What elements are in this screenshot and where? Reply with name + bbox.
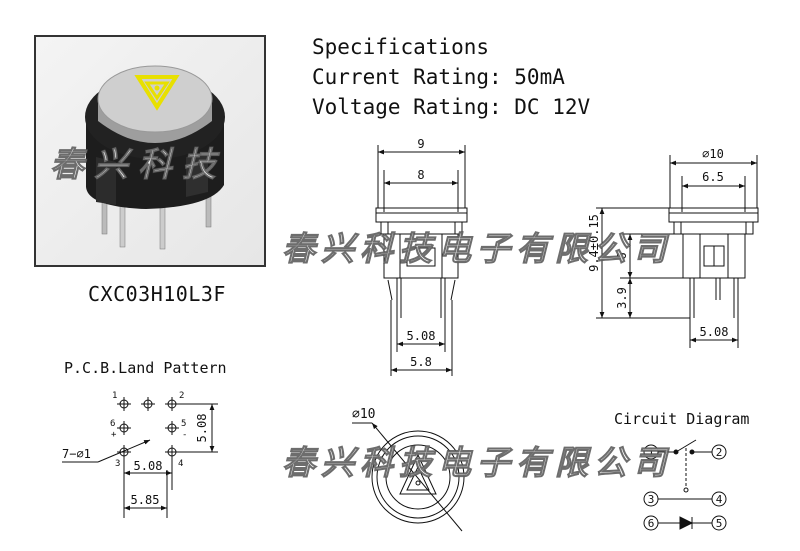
pcb-pin-label: - bbox=[182, 430, 187, 440]
dim-text: 5.08 bbox=[195, 414, 209, 443]
circuit-node bbox=[643, 491, 659, 507]
hazard-triangle-icon bbox=[134, 75, 180, 111]
circuit-node bbox=[643, 444, 659, 460]
spec-voltage: Voltage Rating: DC 12V bbox=[312, 95, 591, 119]
dim-text: ⌀10 bbox=[352, 407, 375, 422]
top-view bbox=[352, 422, 465, 532]
triangle-dot bbox=[154, 85, 160, 91]
dim-text: 6.5 bbox=[702, 170, 724, 184]
circuit-node bbox=[711, 444, 727, 460]
circuit-node-label: 6 bbox=[648, 517, 655, 530]
pcb-pin-label: + bbox=[111, 430, 117, 440]
spec-current: Current Rating: 50mA bbox=[312, 65, 565, 89]
dim-text: 6 bbox=[615, 252, 629, 259]
spec-title: Specifications bbox=[312, 35, 490, 59]
dim-text: 9.4±0.15 bbox=[587, 214, 601, 272]
circuit-node bbox=[711, 515, 727, 531]
pcb-pin-label: 6 bbox=[110, 419, 115, 429]
dim-text: 5.08 bbox=[407, 329, 436, 343]
watermark: 春兴科技电子有限公司 bbox=[282, 229, 672, 269]
side-view bbox=[596, 155, 759, 348]
circuit-node-label: 3 bbox=[648, 493, 655, 506]
dim-text: 5.85 bbox=[131, 493, 160, 507]
specifications: Specifications Current Rating: 50mA Volt… bbox=[312, 32, 590, 122]
product-photo: 春兴科技 bbox=[34, 35, 266, 267]
switch-illustration bbox=[85, 65, 225, 250]
pcb-pin-label: 5 bbox=[181, 419, 186, 429]
circuit-diagram bbox=[658, 439, 712, 530]
body-shade bbox=[96, 157, 116, 205]
circuit-node bbox=[643, 515, 659, 531]
dim-text: 5.8 bbox=[410, 355, 432, 369]
pcb-pattern bbox=[62, 397, 218, 518]
watermark: 春兴科技电子有限公司 bbox=[282, 443, 672, 483]
dim-text: 5.08 bbox=[134, 459, 163, 473]
circuit-nodes bbox=[643, 444, 727, 531]
front-view bbox=[375, 145, 468, 376]
dim-text: 3.9 bbox=[615, 287, 629, 309]
circuit-node-label: 5 bbox=[716, 517, 723, 530]
dim-text: 9 bbox=[417, 137, 424, 151]
pcb-pin-label: 2 bbox=[179, 391, 184, 401]
circuit-title: Circuit Diagram bbox=[614, 410, 750, 428]
pcb-title: P.C.B.Land Pattern bbox=[64, 359, 227, 377]
circuit-node bbox=[711, 491, 727, 507]
dim-text: 5.08 bbox=[700, 325, 729, 339]
model-number: CXC03H10L3F bbox=[88, 282, 226, 306]
dim-text: 8 bbox=[417, 168, 424, 182]
pcb-pin-label: 3 bbox=[115, 459, 120, 469]
dim-line bbox=[371, 422, 463, 532]
body-shade bbox=[186, 155, 208, 197]
circuit-node-label: 2 bbox=[716, 446, 723, 459]
pcb-hole-label: 7−⌀1 bbox=[62, 447, 91, 461]
circuit-node-label: 4 bbox=[716, 493, 723, 506]
pcb-pin-label: 4 bbox=[178, 459, 183, 469]
pcb-pin-label: 1 bbox=[112, 391, 117, 401]
circuit-node-label: 1 bbox=[648, 446, 655, 459]
cap-top bbox=[97, 65, 213, 133]
hazard-triangle-inner bbox=[144, 81, 170, 101]
dim-text: ⌀10 bbox=[702, 147, 724, 161]
photo-watermark: 春兴科技 bbox=[50, 145, 226, 186]
